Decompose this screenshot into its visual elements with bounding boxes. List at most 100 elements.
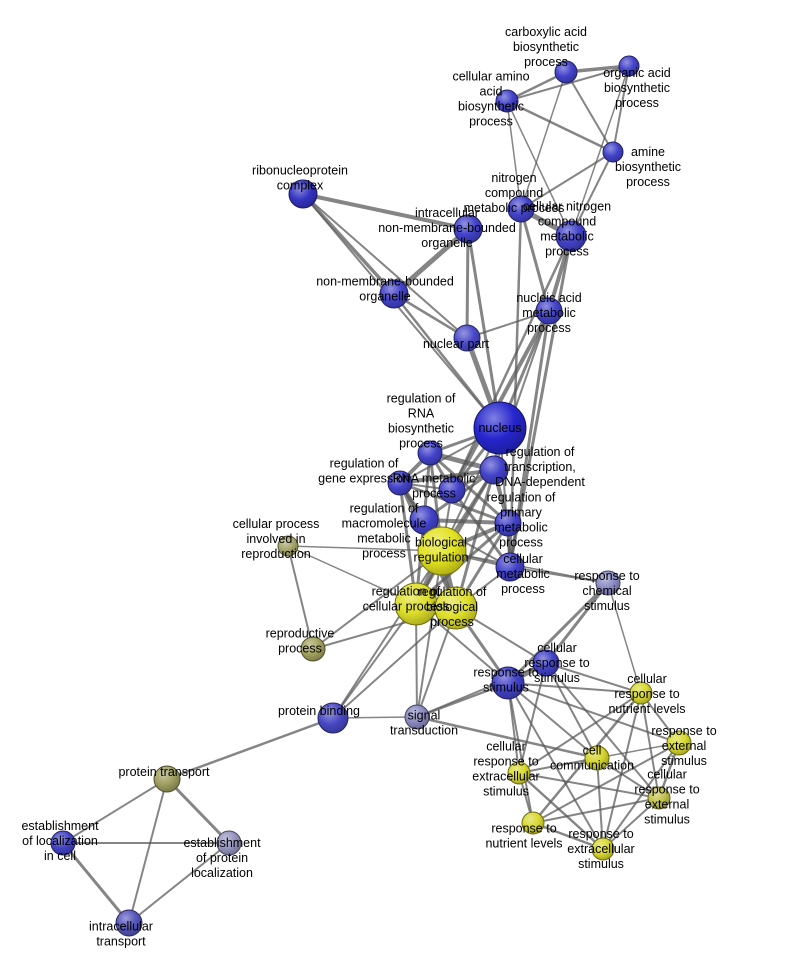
node-rna_metab[interactable] [438,476,466,504]
node-cell_resp_nutrient[interactable] [629,681,653,705]
node-nucleus[interactable] [473,401,527,455]
edge-protein_transport-intra_transport [128,778,168,924]
edge-rnp-nucleus [302,193,501,429]
node-nuclear_part[interactable] [453,324,481,352]
node-protein_transport[interactable] [153,765,181,793]
node-reg_macro[interactable] [409,505,439,535]
node-resp_extracell[interactable] [591,837,615,861]
node-intra_org[interactable] [453,214,483,244]
edge-amine-nitrogen [520,151,614,210]
node-resp_stim[interactable] [491,666,525,700]
edge-resp_chem-biological_reg [441,550,609,584]
node-reg_rna[interactable] [417,440,443,466]
edge-resp_ext-resp_nutrient [532,742,680,824]
node-est_loc_cell[interactable] [50,830,76,856]
edge-resp_nutrient-cell_resp_ext [532,797,660,824]
node-reg_gene[interactable] [387,470,413,496]
node-reg_primary[interactable] [494,509,522,537]
node-est_prot_loc[interactable] [216,830,242,856]
edge-intra_org-nmb_org [391,226,471,297]
node-nucleic[interactable] [535,297,563,325]
edge-resp_stim-resp_ext [507,682,680,744]
node-cell_metab[interactable] [495,552,525,582]
edge-cell_resp_stim-cell_comm [545,662,598,759]
edge-repro_proc-biological_reg [312,550,443,650]
node-protein_binding[interactable] [317,702,349,734]
node-cell_nitrogen[interactable] [555,220,587,252]
edge-cell_resp_nutrient-cell_resp_ext [640,692,660,799]
edge-cell_resp_nutrient-cell_resp_extracell [518,692,642,774]
node-amino[interactable] [495,89,519,113]
edge-resp_stim-cell_comm [507,682,598,759]
node-label-protein_binding: protein binding [278,704,360,718]
node-label-protein_transport: protein transport [118,765,210,779]
edge-resp_stim-resp_nutrient [507,682,534,824]
edge-nmb_org-nucleus [392,292,502,430]
node-cell_resp_stim[interactable] [532,649,560,677]
edge-amine-cell_nitrogen [570,151,614,237]
node-reg_bio_proc[interactable] [434,586,478,630]
node-repro_proc[interactable] [300,636,326,662]
node-organic[interactable] [618,55,640,77]
node-resp_ext[interactable] [666,730,692,756]
edge-protein_transport-est_loc_cell [62,778,168,844]
edge-cell_resp_extracell-cell_resp_ext [518,772,660,799]
node-rnp[interactable] [288,179,318,209]
edge-protein_transport-est_prot_loc [165,777,231,845]
node-signal_trans[interactable] [404,704,430,730]
node-nmb_org[interactable] [379,279,409,309]
edge-resp_stim-cell_resp_nutrient [507,682,642,694]
edge-resp_ext-cell_comm [596,742,680,759]
edge-intra_org-nuclear_part [465,227,470,340]
node-nitrogen[interactable] [507,195,535,223]
edge-reg_transcription-reg_gene [398,468,496,485]
edge-carboxylic-amine [565,71,614,153]
node-intra_transport[interactable] [115,909,143,937]
node-amine[interactable] [602,141,624,163]
edge-amino-nitrogen [506,100,522,210]
edge-carboxylic-nitrogen [520,71,567,210]
edge-nucleic-rna_metab [450,309,551,492]
node-resp_chem[interactable] [595,570,621,596]
edge-cell_resp_extracell-resp_extracell [517,771,605,851]
edge-cell_resp_stim-resp_chem [544,581,610,665]
node-cell_resp_extracell[interactable] [507,761,531,785]
edge-cell_proc_repro-repro_proc [287,545,314,650]
edge-layer [61,64,681,925]
edge-organic-cell_nitrogen [570,65,630,237]
node-biological_reg[interactable] [417,526,467,576]
node-cell_resp_ext[interactable] [647,786,671,810]
node-cell_proc_repro[interactable] [277,535,299,557]
node-resp_nutrient[interactable] [521,811,545,835]
edge-cell_resp_extracell-cell_comm [518,757,598,774]
edge-resp_chem-cell_resp_nutrient [607,582,642,694]
node-cell_comm[interactable] [584,745,610,771]
edge-amino-amine [505,99,615,154]
edge-est_loc_cell-intra_transport [61,841,131,925]
node-carboxylic[interactable] [554,60,578,84]
node-reg_transcription[interactable] [479,455,509,485]
edge-protein_binding-biological_reg [332,550,443,719]
